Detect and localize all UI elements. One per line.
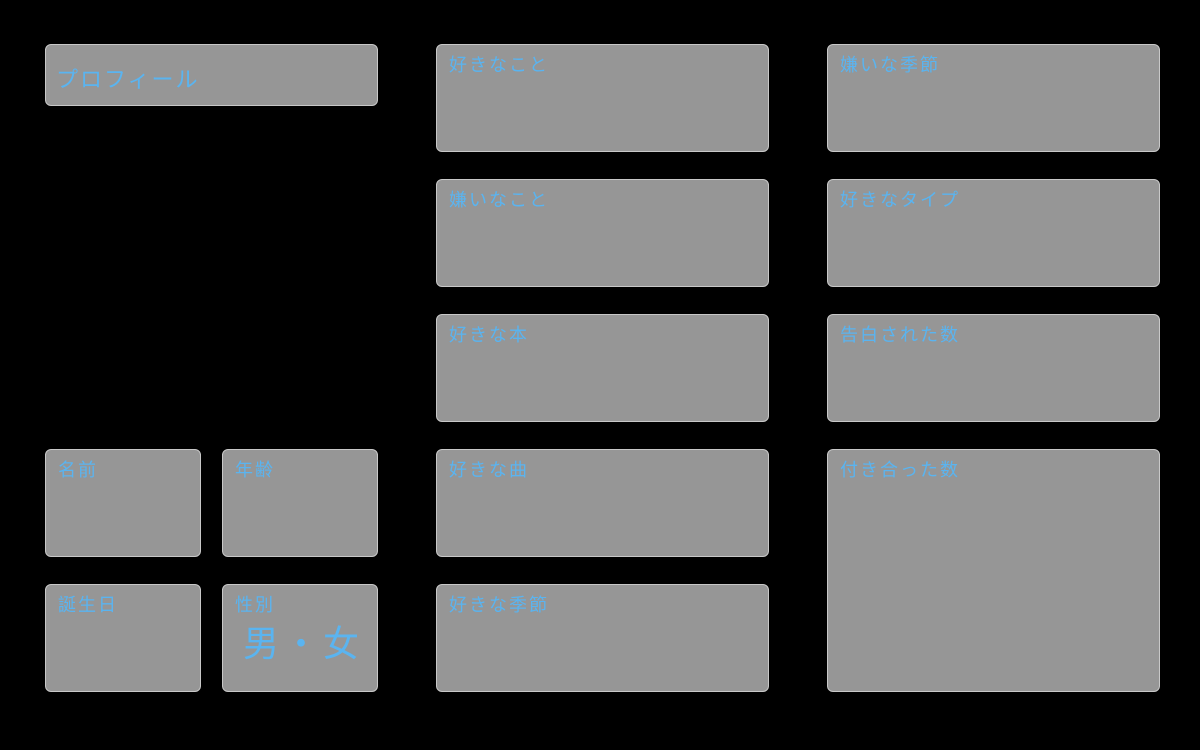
times-dated-label: 付き合った数 bbox=[840, 460, 960, 481]
dislikes-field[interactable]: 嫌いなこと bbox=[436, 179, 769, 287]
favorite-song-field[interactable]: 好きな曲 bbox=[436, 449, 769, 557]
likes-label: 好きなこと bbox=[449, 55, 549, 76]
name-field[interactable]: 名前 bbox=[45, 449, 201, 557]
times-confessed-label: 告白された数 bbox=[840, 325, 960, 346]
times-confessed-field[interactable]: 告白された数 bbox=[827, 314, 1160, 422]
times-dated-field[interactable]: 付き合った数 bbox=[827, 449, 1160, 692]
disliked-season-label: 嫌いな季節 bbox=[840, 55, 940, 76]
gender-options[interactable]: 男・女 bbox=[243, 624, 364, 665]
favorite-book-field[interactable]: 好きな本 bbox=[436, 314, 769, 422]
favorite-season-field[interactable]: 好きな季節 bbox=[436, 584, 769, 692]
age-label: 年齢 bbox=[235, 460, 275, 481]
name-label: 名前 bbox=[58, 460, 98, 481]
favorite-type-field[interactable]: 好きなタイプ bbox=[827, 179, 1160, 287]
gender-field[interactable]: 性別 男・女 bbox=[222, 584, 378, 692]
page-title: プロフィール bbox=[56, 68, 200, 93]
gender-label: 性別 bbox=[235, 595, 275, 616]
favorite-season-label: 好きな季節 bbox=[449, 595, 549, 616]
disliked-season-field[interactable]: 嫌いな季節 bbox=[827, 44, 1160, 152]
dislikes-label: 嫌いなこと bbox=[449, 190, 549, 211]
likes-field[interactable]: 好きなこと bbox=[436, 44, 769, 152]
profile-title-box: プロフィール bbox=[45, 44, 378, 106]
birthday-field[interactable]: 誕生日 bbox=[45, 584, 201, 692]
age-field[interactable]: 年齢 bbox=[222, 449, 378, 557]
birthday-label: 誕生日 bbox=[58, 595, 118, 616]
favorite-song-label: 好きな曲 bbox=[449, 460, 529, 481]
favorite-type-label: 好きなタイプ bbox=[840, 190, 960, 211]
favorite-book-label: 好きな本 bbox=[449, 325, 529, 346]
